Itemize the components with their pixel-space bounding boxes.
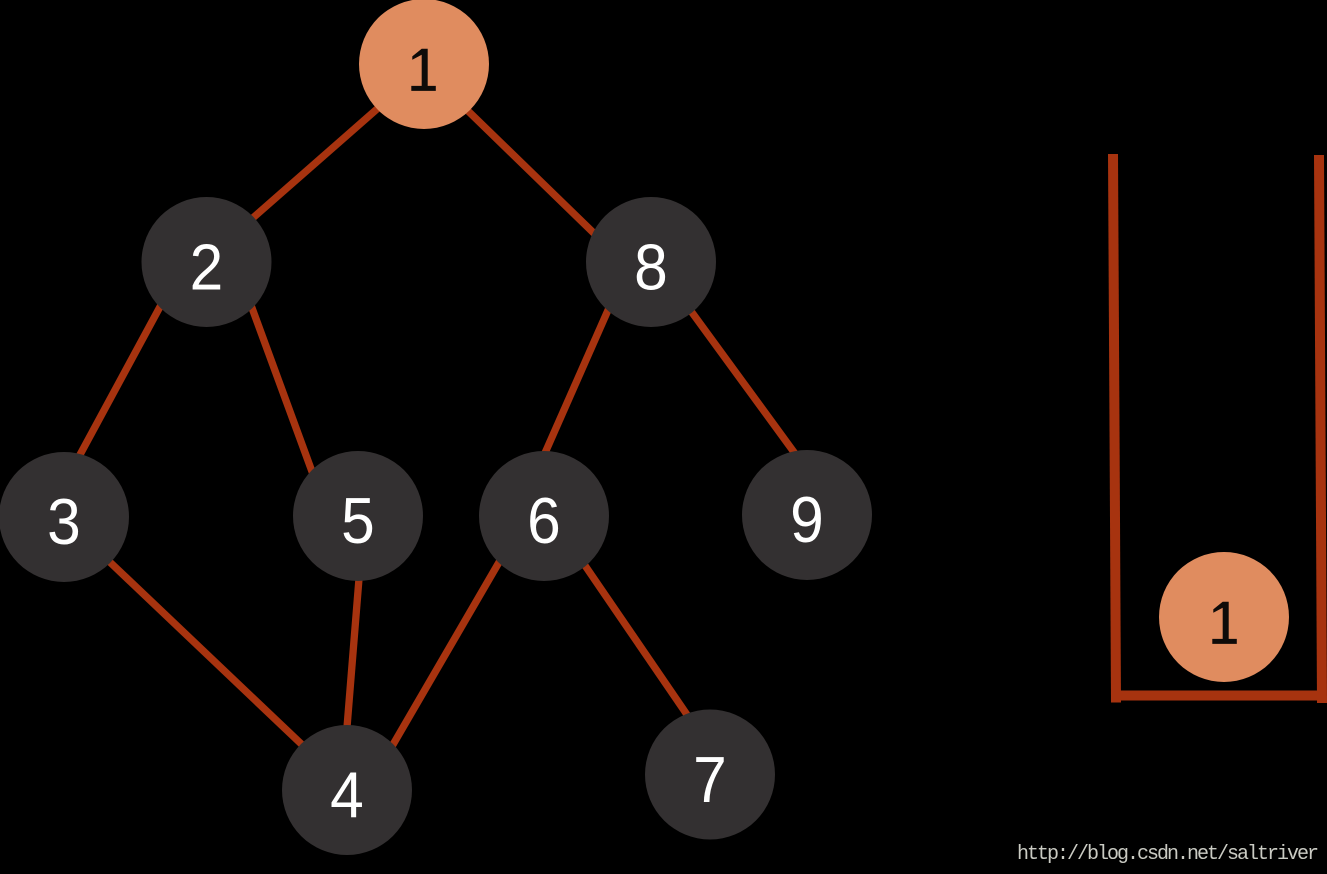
svg-text:9: 9	[790, 484, 824, 556]
svg-text:5: 5	[341, 485, 375, 557]
svg-text:http://blog.csdn.net/saltriver: http://blog.csdn.net/saltriver	[1017, 843, 1318, 866]
svg-text:4: 4	[330, 759, 364, 831]
svg-text:7: 7	[693, 744, 727, 816]
svg-text:6: 6	[527, 485, 561, 557]
svg-text:2: 2	[190, 231, 224, 303]
svg-text:3: 3	[47, 486, 81, 558]
svg-text:8: 8	[634, 231, 668, 303]
